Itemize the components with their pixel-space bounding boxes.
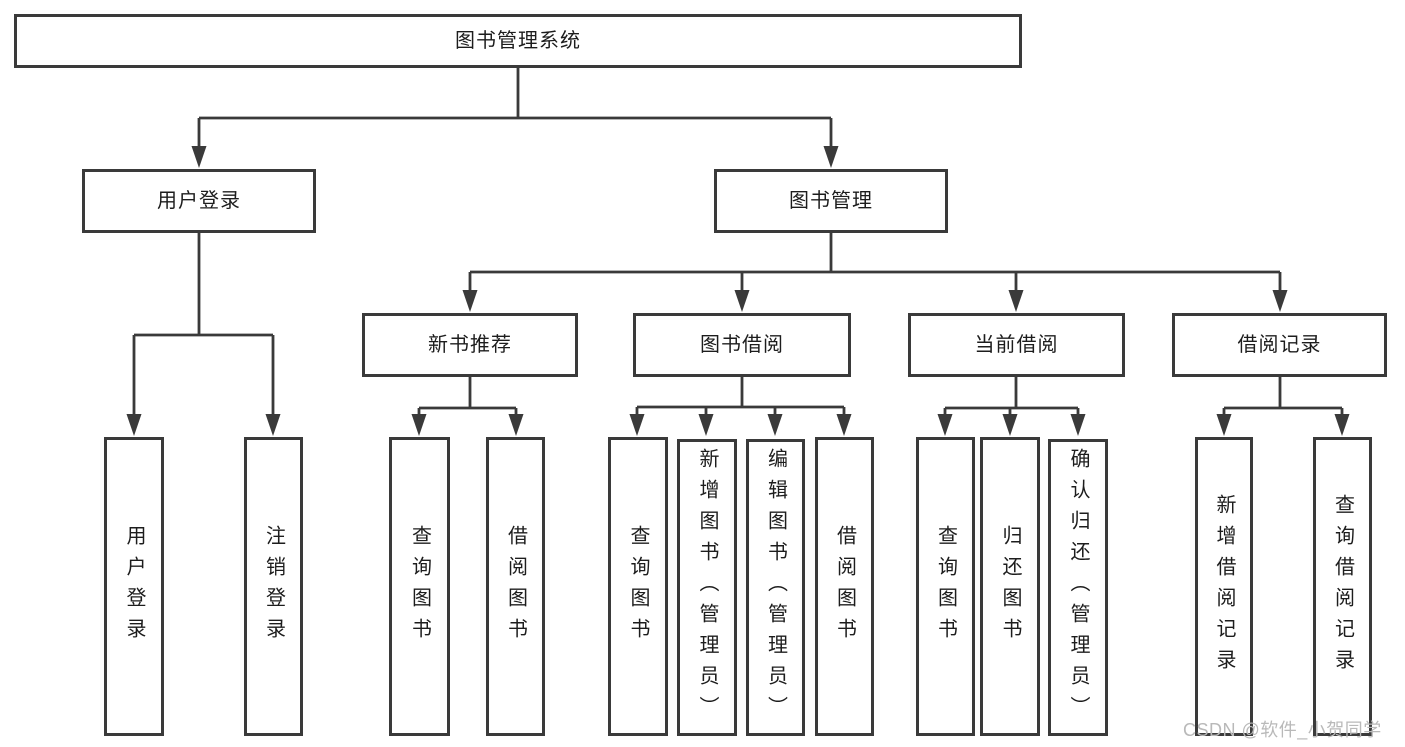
leaf-borrow-borrow-book: 借阅图书 [815, 437, 874, 736]
leaf-record-query-borrow-record: 查询借阅记录 [1313, 437, 1372, 736]
leaf-borrow-query-book: 查询图书 [608, 437, 668, 736]
node-book-management: 图书管理 [714, 169, 948, 233]
node-book-borrow: 图书借阅 [633, 313, 851, 377]
node-library-management-system: 图书管理系统 [14, 14, 1022, 68]
leaf-logout: 注销登录 [244, 437, 303, 736]
node-current-borrow: 当前借阅 [908, 313, 1125, 377]
leaf-current-query-book: 查询图书 [916, 437, 975, 736]
leaf-current-confirm-return-admin: 确认归还（管理员） [1048, 439, 1108, 736]
leaf-borrow-edit-book-admin: 编辑图书（管理员） [746, 439, 805, 736]
leaf-current-return-book: 归还图书 [980, 437, 1040, 736]
node-user-login: 用户登录 [82, 169, 316, 233]
leaf-user-login: 用户登录 [104, 437, 164, 736]
leaf-newbook-borrow-book: 借阅图书 [486, 437, 545, 736]
node-new-book-recommend: 新书推荐 [362, 313, 578, 377]
connector-strokes [132, 68, 1344, 420]
node-borrow-record: 借阅记录 [1172, 313, 1387, 377]
csdn-watermark: CSDN @软件_小贺同学 [1183, 720, 1382, 740]
leaf-newbook-query-book: 查询图书 [389, 437, 450, 736]
leaf-record-add-borrow-record: 新增借阅记录 [1195, 437, 1253, 736]
leaf-borrow-add-book-admin: 新增图书（管理员） [677, 439, 737, 736]
